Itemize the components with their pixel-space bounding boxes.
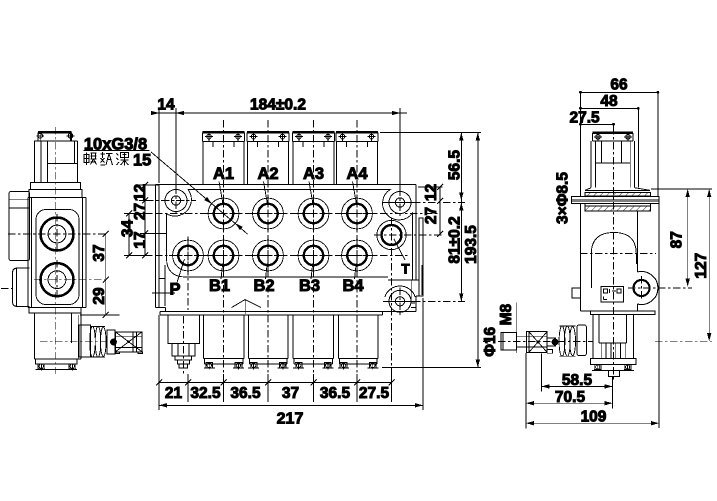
svg-text:27: 27 [423, 207, 440, 224]
svg-text:15: 15 [133, 151, 151, 169]
svg-text:87: 87 [669, 231, 686, 248]
svg-text:B2: B2 [253, 277, 274, 295]
svg-text:32.5: 32.5 [190, 385, 221, 402]
svg-text:17: 17 [132, 231, 149, 248]
svg-text:3×Φ8.5: 3×Φ8.5 [555, 172, 572, 224]
svg-text:T: T [401, 261, 410, 276]
svg-text:37: 37 [91, 244, 108, 261]
svg-text:27.5: 27.5 [359, 385, 390, 402]
svg-text:184±0.2: 184±0.2 [250, 97, 306, 114]
svg-text:A2: A2 [257, 165, 278, 183]
svg-text:27: 27 [132, 203, 149, 220]
svg-text:M8: M8 [498, 303, 515, 325]
svg-text:37: 37 [282, 385, 299, 402]
svg-text:109: 109 [581, 409, 607, 426]
svg-text:12: 12 [132, 184, 149, 201]
svg-text:A1: A1 [213, 165, 234, 183]
svg-text:81±0.2: 81±0.2 [446, 216, 463, 263]
svg-text:B3: B3 [299, 277, 320, 295]
svg-text:48: 48 [600, 93, 618, 110]
svg-text:Φ16: Φ16 [482, 326, 499, 356]
svg-text:12: 12 [423, 184, 440, 201]
svg-text:B1: B1 [209, 277, 230, 295]
svg-text:27.5: 27.5 [570, 110, 601, 127]
svg-text:58.5: 58.5 [562, 372, 593, 389]
svg-text:P: P [169, 280, 180, 298]
svg-text:B4: B4 [342, 277, 364, 295]
svg-text:14: 14 [157, 97, 175, 114]
svg-text:10xG3/8: 10xG3/8 [84, 135, 147, 153]
svg-text:36.5: 36.5 [320, 385, 351, 402]
svg-text:29: 29 [91, 287, 108, 305]
svg-text:36.5: 36.5 [230, 385, 261, 402]
svg-text:127: 127 [693, 253, 710, 279]
svg-text:217: 217 [277, 410, 304, 427]
svg-text:66: 66 [610, 77, 628, 94]
svg-text:A3: A3 [303, 165, 324, 183]
svg-text:34: 34 [120, 220, 137, 238]
svg-text:193.5: 193.5 [463, 225, 480, 264]
svg-text:70.5: 70.5 [555, 389, 586, 406]
svg-text:21: 21 [165, 385, 183, 402]
svg-text:56.5: 56.5 [446, 150, 463, 181]
svg-text:A4: A4 [346, 165, 368, 183]
